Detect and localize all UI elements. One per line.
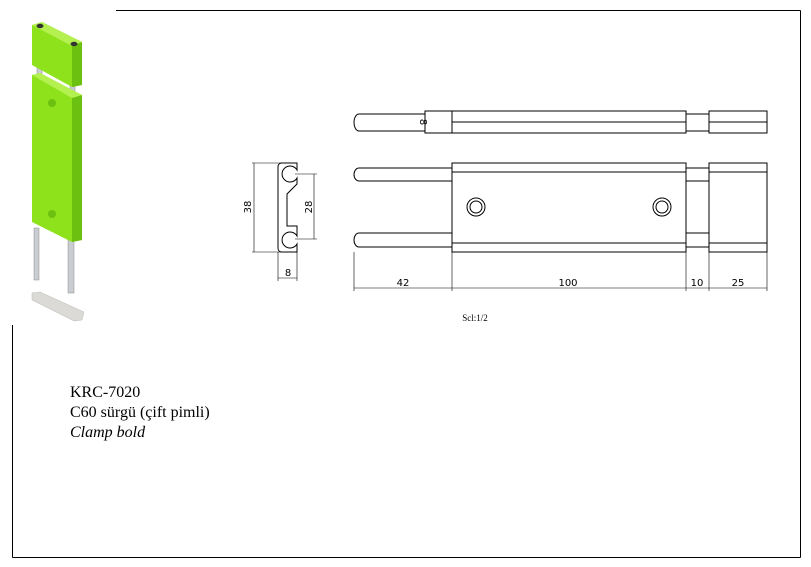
dim-height: 38 xyxy=(243,201,254,214)
isometric-part-render xyxy=(31,22,85,322)
sheet-border xyxy=(12,10,801,558)
part-description: C60 sürgü (çift pimli) xyxy=(70,404,210,421)
top-view: 8 xyxy=(353,110,768,134)
dim-rod-diameter: 8 xyxy=(417,119,428,125)
dim-pin-spacing: 28 xyxy=(304,201,315,214)
mounting-hole xyxy=(466,197,486,217)
dim-rod-length: 42 xyxy=(397,278,410,289)
front-view: 42 100 10 25 xyxy=(353,162,768,291)
scale-label: Scl:1/2 xyxy=(462,313,488,323)
dim-gap: 10 xyxy=(691,278,704,289)
part-description-english: Clamp bold xyxy=(70,424,146,441)
dim-body-length: 100 xyxy=(558,278,577,289)
dim-cap-length: 25 xyxy=(732,278,745,289)
side-view: 38 28 8 xyxy=(243,162,317,281)
part-number: KRC-7020 xyxy=(70,384,141,401)
mounting-hole xyxy=(652,197,672,217)
dim-thickness: 8 xyxy=(285,268,291,279)
